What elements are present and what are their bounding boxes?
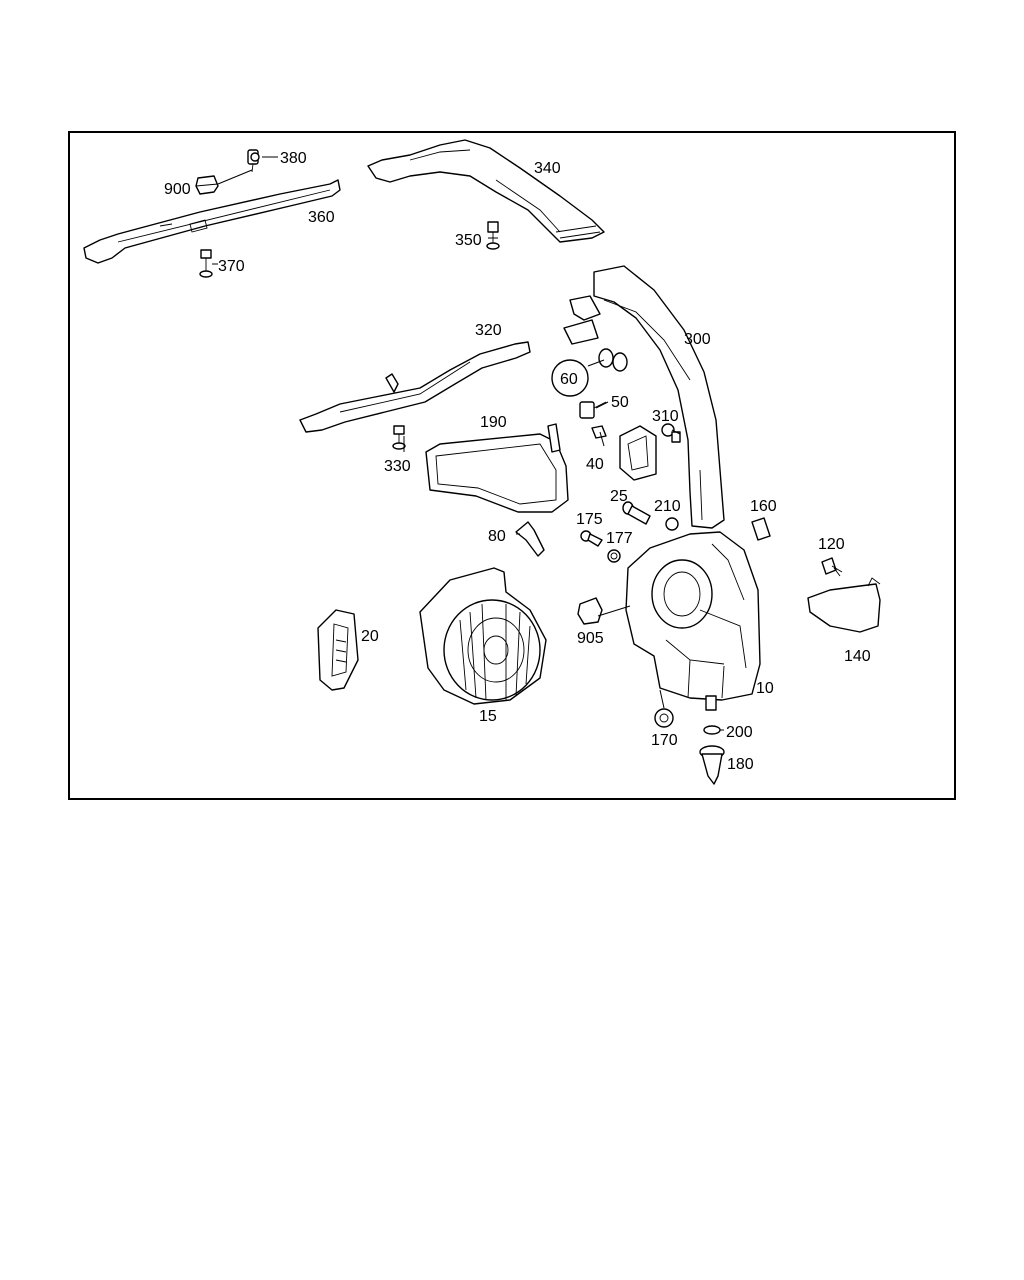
grommet-180[interactable]: [699, 745, 725, 785]
blower-motor-15[interactable]: [419, 567, 547, 705]
sensor-40[interactable]: [591, 425, 657, 481]
callout-177: 177: [606, 530, 633, 547]
callout-15: 15: [479, 708, 497, 725]
washer-210[interactable]: [665, 517, 679, 531]
callout-905: 905: [577, 630, 604, 647]
callout-40: 40: [586, 456, 604, 473]
duct-340[interactable]: [367, 139, 605, 243]
callout-50: 50: [611, 394, 629, 411]
screw-25[interactable]: [622, 501, 651, 525]
callout-200: 200: [726, 724, 753, 741]
callout-310: 310: [652, 408, 679, 425]
callout-20: 20: [361, 628, 379, 645]
bolt-120[interactable]: [821, 557, 841, 577]
callout-170: 170: [651, 732, 678, 749]
callout-360: 360: [308, 209, 335, 226]
connector-905[interactable]: [577, 597, 603, 625]
duct-320[interactable]: [299, 341, 531, 433]
sensor-50[interactable]: [579, 401, 607, 419]
callout-160: 160: [750, 498, 777, 515]
callout-175: 175: [576, 511, 603, 528]
callout-380: 380: [280, 150, 307, 167]
callout-80: 80: [488, 528, 506, 545]
callout-190: 190: [480, 414, 507, 431]
screw-175[interactable]: [580, 530, 603, 547]
nut-170[interactable]: [654, 708, 674, 728]
duct-360[interactable]: [83, 179, 341, 264]
callout-330: 330: [384, 458, 411, 475]
callout-300: 300: [684, 331, 711, 348]
screw-330[interactable]: [392, 425, 406, 450]
callout-25: 25: [610, 488, 628, 505]
duct-300[interactable]: [563, 265, 725, 529]
callout-labels: 380 900 360 370 340 350 320 330 300 60 5…: [164, 150, 871, 773]
housing-10[interactable]: [625, 531, 761, 711]
screw-370[interactable]: [199, 249, 213, 278]
callout-340: 340: [534, 160, 561, 177]
callout-210: 210: [654, 498, 681, 515]
callout-120: 120: [818, 536, 845, 553]
callout-350: 350: [455, 232, 482, 249]
clip-380[interactable]: [247, 149, 260, 173]
callout-900: 900: [164, 181, 191, 198]
washer-177[interactable]: [607, 549, 621, 563]
clip-160[interactable]: [751, 517, 771, 541]
filter-housing-190[interactable]: [425, 423, 569, 513]
cover-140[interactable]: [807, 577, 881, 633]
washer-200[interactable]: [703, 725, 721, 735]
callout-140: 140: [844, 648, 871, 665]
resistor-20[interactable]: [317, 609, 359, 691]
callout-10: 10: [756, 680, 774, 697]
actuator-80[interactable]: [515, 521, 545, 557]
oring-60[interactable]: [551, 348, 628, 397]
callout-60: 60: [560, 371, 578, 388]
callout-370: 370: [218, 258, 245, 275]
callout-320: 320: [475, 322, 502, 339]
screw-350[interactable]: [486, 221, 500, 250]
callout-180: 180: [727, 756, 754, 773]
leader-lines: [195, 156, 843, 731]
